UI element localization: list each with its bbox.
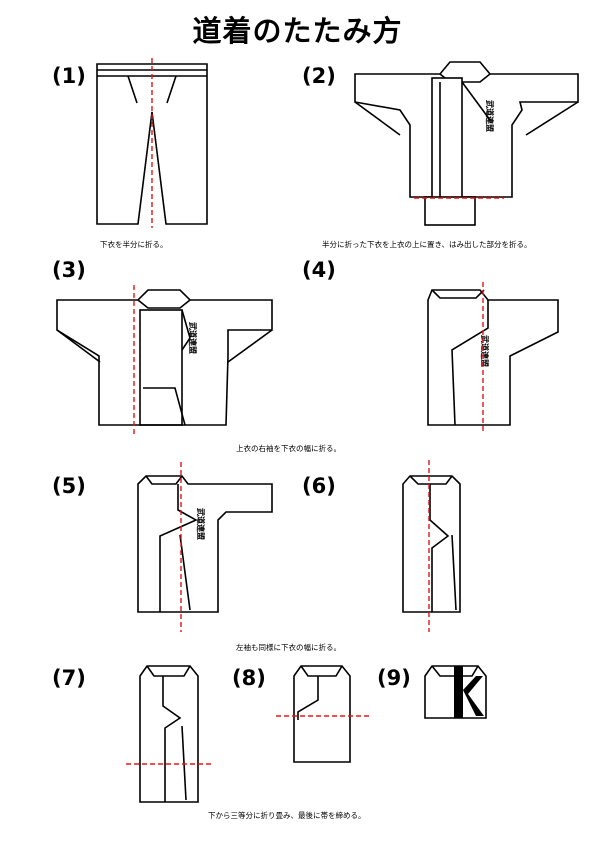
step-8-number: (8) [232, 666, 266, 690]
step-1-pants-illustration [96, 58, 208, 228]
step-7-number: (7) [52, 666, 86, 690]
step-7-illustration [126, 665, 212, 803]
step-8-illustration [276, 665, 372, 763]
step-5-embroidery-text: 武道連盟 [196, 508, 206, 540]
belt-knot [454, 666, 463, 718]
step-2-caption: 半分に折った下衣を上衣の上に置き、はみ出した部分を折る。 [322, 240, 532, 249]
step-2-embroidery-text: 武道連盟 [485, 100, 495, 132]
belt-ends [463, 676, 484, 716]
step-2-jacket-illustration: 武道連盟 [354, 61, 579, 226]
step-4-jacket-illustration: 武道連盟 [427, 282, 559, 432]
page-title: 道着のたたみ方 [192, 14, 403, 48]
step-4-caption: 上衣の右袖を下衣の幅に折る。 [236, 444, 341, 453]
step-6-jacket-illustration [402, 460, 461, 632]
step-4-number: (4) [302, 258, 336, 282]
step-2-number: (2) [302, 64, 336, 88]
step-5-number: (5) [52, 474, 86, 498]
step-3-number: (3) [52, 258, 86, 282]
step-9-finished-illustration [424, 665, 487, 719]
step-5-jacket-illustration: 武道連盟 [137, 462, 273, 632]
step-6-caption: 左袖も同様に下衣の幅に折る。 [236, 643, 341, 652]
step-1-caption: 下衣を半分に折る。 [100, 240, 168, 249]
step-9-caption: 下から三等分に折り畳み、最後に帯を締める。 [208, 811, 366, 820]
step-4-embroidery-text: 武道連盟 [480, 335, 490, 367]
step-1-number: (1) [52, 64, 86, 88]
step-3-jacket-illustration: 武道連盟 [56, 285, 273, 435]
step-9-number: (9) [377, 666, 411, 690]
step-3-embroidery-text: 武道連盟 [188, 322, 198, 354]
step-6-number: (6) [302, 474, 336, 498]
